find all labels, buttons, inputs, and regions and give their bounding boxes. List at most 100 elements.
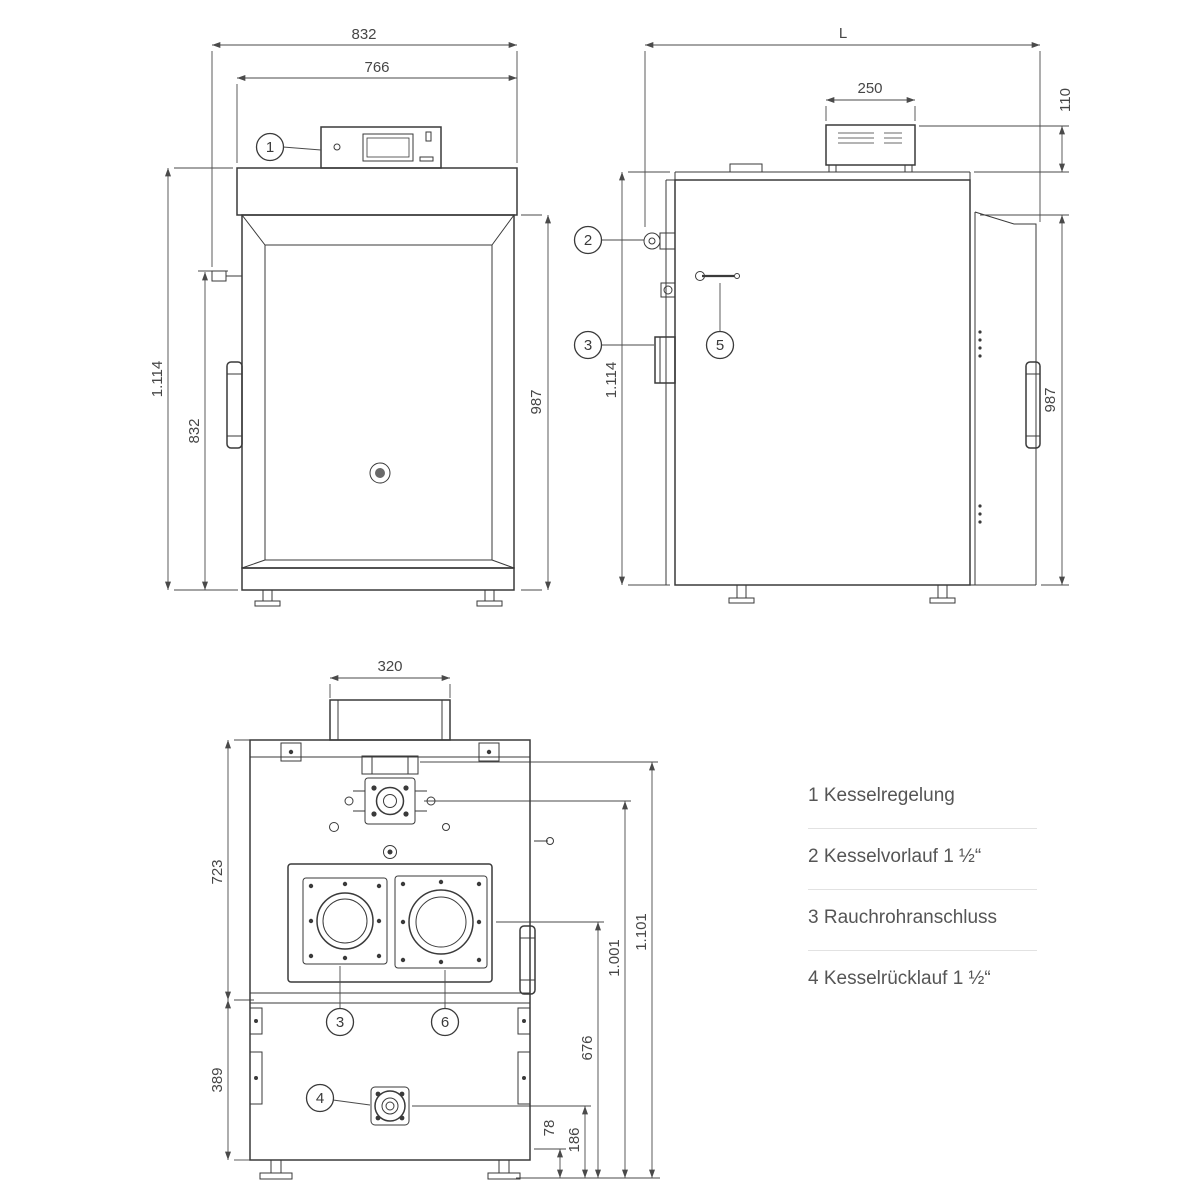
front-view: 832 766 1.114 832 987 [149, 26, 551, 607]
dim-label-height-total: 1.114 [149, 361, 166, 397]
small-port-right [442, 823, 450, 831]
knob-center [375, 468, 385, 478]
rear-view: 320 723 389 676 1.001 1.1 [209, 658, 660, 1180]
dim-label-ruecklauf-height: 186 [566, 1127, 583, 1152]
legend-item-kesselregelung: 1 Kesselregelung [808, 783, 1037, 829]
rear-feet [259, 1159, 521, 1180]
foot-screw [937, 584, 948, 599]
legend: 1 Kesselregelung 2 Kesselvorlauf 1 ½“ 3 … [808, 783, 1037, 1011]
dim-width-total: 832 [211, 26, 518, 267]
legend-number: 4 [808, 968, 819, 989]
foot-plate [728, 597, 755, 604]
dim-label-length: L [839, 25, 847, 42]
dim-height-total-front: 1.114 [149, 167, 238, 591]
flue-stub [329, 699, 451, 741]
callout-circle [573, 330, 603, 360]
vorlauf-pipe [375, 786, 405, 816]
fitting-body [659, 232, 676, 250]
foot-plate [929, 597, 956, 604]
side-pin [534, 837, 554, 845]
controller-vents [838, 132, 902, 144]
rauchrohr-stub-side [654, 336, 676, 384]
flue-panel [287, 863, 493, 983]
handle-mounts [227, 373, 242, 437]
legend-label: Kesselregelung [823, 785, 955, 806]
callout-2-kesselvorlauf: 2 [573, 225, 644, 255]
handle-mounts [1026, 373, 1040, 437]
callout-number: 3 [336, 1014, 344, 1031]
callout-circle [705, 330, 735, 360]
control-panel-housing [320, 126, 442, 169]
controller-foot [904, 164, 913, 173]
callout-4-kesselruecklauf: 4 [305, 1083, 371, 1113]
fitting-flange [643, 232, 661, 250]
legend-number: 3 [808, 907, 819, 928]
callout-3-rauchrohr-side: 3 [573, 330, 654, 360]
callout-circle [325, 1007, 355, 1037]
extension-lines [234, 739, 254, 1001]
door-lever [695, 271, 740, 281]
boiler-hood [236, 167, 518, 216]
dim-label-width-hood: 766 [364, 59, 389, 76]
callout-3-rauchrohr-rear: 3 [325, 966, 355, 1037]
callout-number: 5 [716, 337, 724, 354]
dim-label-flue-axis: 676 [579, 1035, 596, 1060]
fitting-bore [648, 237, 656, 245]
legend-label: Rauchrohranschluss [823, 907, 998, 928]
extension-lines [919, 125, 1069, 173]
control-panel-display-bezel [362, 133, 414, 162]
boiler-door-frame [241, 214, 515, 569]
callout-leader [332, 1099, 371, 1106]
callout-1-kesselregelung: 1 [255, 132, 322, 162]
side-view: L 250 110 1.114 987 [573, 25, 1074, 604]
foot-plate [476, 600, 503, 607]
dim-top-connection-height: 1.101 [420, 761, 658, 1178]
foot-screw [270, 1159, 282, 1174]
callout-number: 6 [441, 1014, 449, 1031]
door-handle-front [226, 361, 243, 449]
small-port-left [329, 822, 339, 832]
callout-circle [573, 225, 603, 255]
handle-bar [1025, 361, 1041, 449]
foot-screw [498, 1159, 510, 1174]
callout-number: 3 [584, 337, 592, 354]
panel-split-lines [250, 992, 530, 1004]
dim-label-body-height: 987 [1042, 387, 1059, 412]
boiler-side-body [674, 179, 971, 586]
legend-item-rauchrohranschluss: 3 Rauchrohranschluss [808, 890, 1037, 951]
door-knob [369, 462, 391, 484]
dim-label-flue-width: 320 [377, 658, 402, 675]
foot-plate [259, 1172, 293, 1180]
flue-pipe-left [316, 892, 374, 950]
thermowell [383, 845, 397, 859]
dim-label-door-height: 832 [186, 418, 203, 443]
door-handle-side [1025, 361, 1041, 449]
dim-ruecklauf-height: 186 [412, 1105, 591, 1178]
dim-door-height: 832 [186, 270, 228, 590]
foot-plate [487, 1172, 521, 1180]
legend-label: Kesselrücklauf 1 ½“ [823, 968, 991, 989]
dim-body-height-side: 987 [980, 214, 1069, 586]
extension-lines [644, 51, 1041, 227]
dim-upper-height: 723 [209, 739, 254, 1001]
foot-screw [262, 589, 273, 602]
control-panel [320, 126, 442, 169]
front-feet [254, 589, 503, 607]
foot-screw [736, 584, 747, 599]
control-panel-slot [419, 156, 434, 162]
boiler-rear-body [249, 739, 531, 1161]
callout-circle [255, 132, 285, 162]
knob-ring [369, 462, 391, 484]
air-damper-knob [211, 270, 242, 282]
hinge-brackets [280, 742, 500, 762]
legend-number: 1 [808, 785, 819, 806]
door-bevel-lines [241, 214, 515, 569]
rear-jacket [970, 211, 1037, 586]
side-feet [728, 584, 956, 604]
controller-foot [828, 164, 837, 173]
lever-tip [734, 273, 740, 279]
ruecklauf-pipe [374, 1090, 406, 1122]
dim-vorlauf-height: 1.001 [424, 800, 631, 1178]
